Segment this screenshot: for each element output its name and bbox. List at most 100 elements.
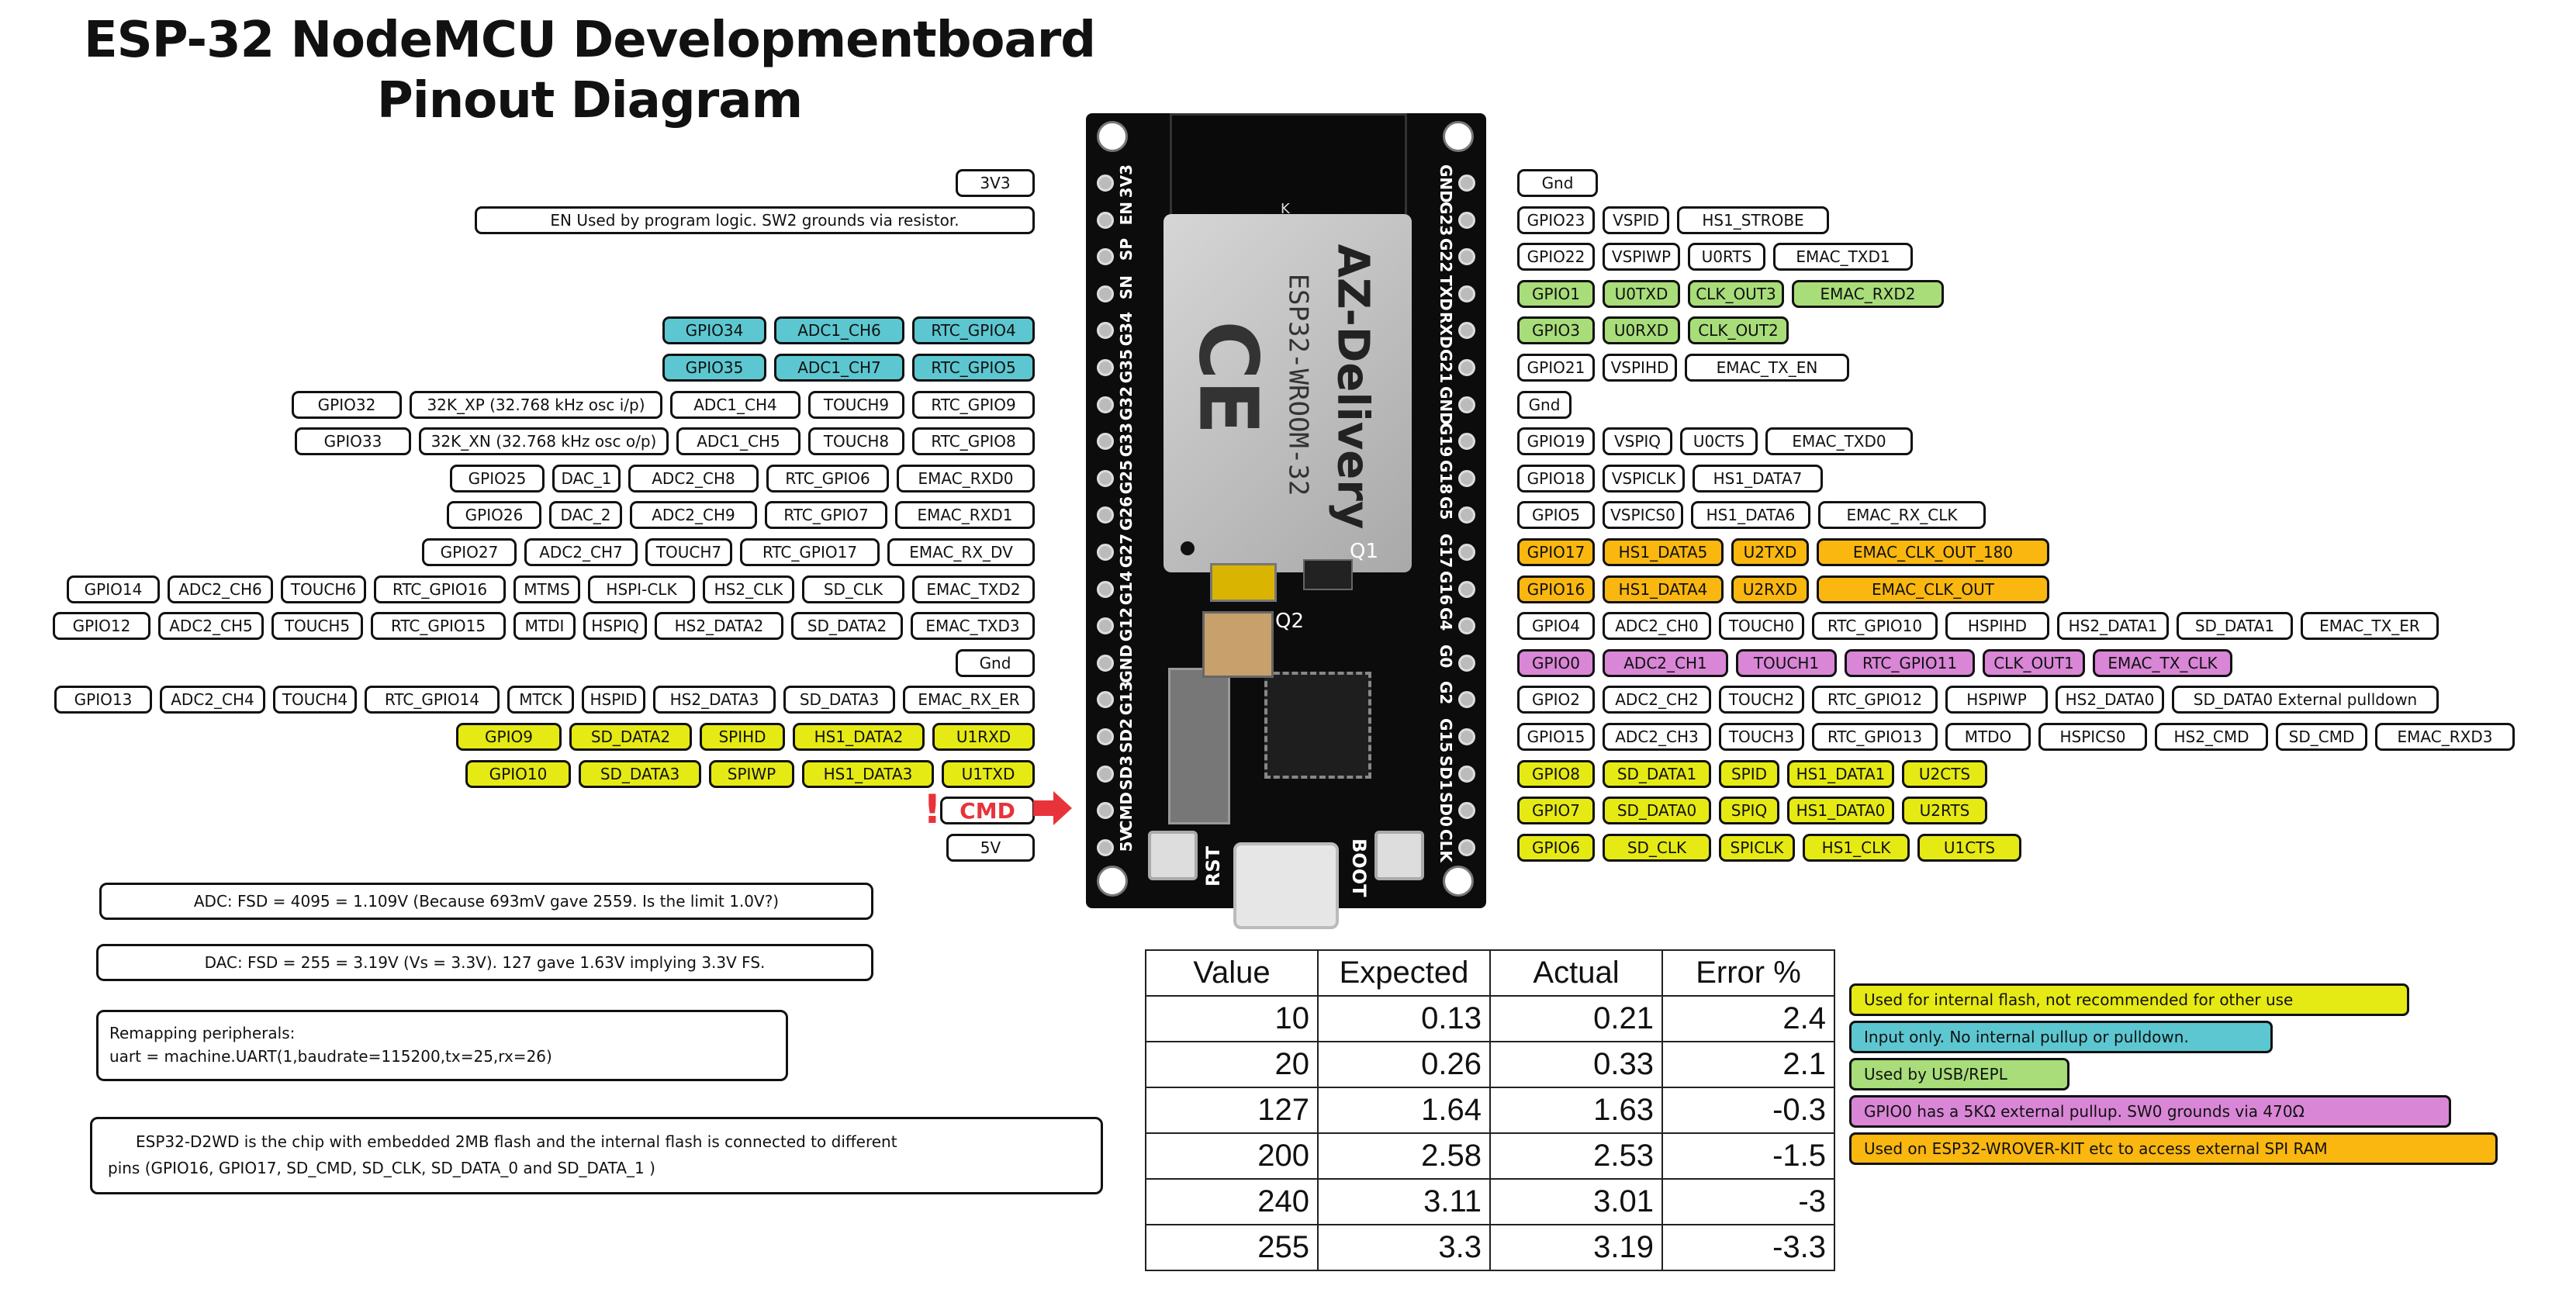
- remap-note-line2: uart = machine.UART(1,baudrate=115200,tx…: [109, 1047, 552, 1066]
- left-pin-function: HS1_DATA3: [802, 759, 934, 788]
- left-pin-function: GPIO12: [53, 612, 150, 641]
- right-pin-function: U2RTS: [1902, 797, 1987, 825]
- legend-item: Used for internal flash, not recommended…: [1849, 983, 2409, 1016]
- header-pin: [1097, 544, 1114, 561]
- right-pin-function: SPIQ: [1719, 797, 1779, 825]
- left-pin-function: SPIWP: [709, 759, 794, 788]
- header-pin: [1097, 691, 1114, 709]
- right-pin-function: HSPIWP: [1945, 686, 2048, 714]
- left-pin-function: HS1_DATA2: [793, 723, 925, 751]
- pin-silkscreen-label: 3V3: [1117, 164, 1136, 199]
- legend-item: GPIO0 has a 5KΩ external pullup. SW0 gro…: [1849, 1095, 2451, 1128]
- left-pin-function: RTC_GPIO16: [374, 575, 506, 603]
- table-cell: 0.13: [1317, 995, 1491, 1042]
- right-pin-function: VSPICLK: [1603, 464, 1685, 493]
- header-pin: [1458, 802, 1475, 820]
- right-pin-function: GPIO2: [1517, 686, 1595, 714]
- boot-button[interactable]: [1374, 831, 1424, 880]
- left-pin-function: MTMS: [513, 575, 580, 603]
- table-cell: 2.1: [1661, 1041, 1835, 1088]
- right-pin-function: HSPIHD: [1945, 612, 2049, 641]
- table-cell: -3.3: [1661, 1224, 1835, 1271]
- usb-uart-chip: [1264, 672, 1371, 779]
- left-pin-function: SD_DATA3: [579, 759, 701, 788]
- cmd-warning-icon: !: [923, 786, 942, 833]
- right-pin-function: HS1_DATA4: [1603, 575, 1724, 603]
- mount-hole: [1097, 121, 1128, 152]
- col-value: Value: [1145, 949, 1319, 997]
- left-pin-function: TOUCH7: [645, 538, 732, 566]
- k-mark: K: [1281, 201, 1290, 217]
- right-pin-function: U2RXD: [1731, 575, 1809, 603]
- right-pin-function: GPIO18: [1517, 464, 1595, 493]
- right-pin-function: HS1_DATA0: [1787, 797, 1894, 825]
- right-pin-function: HS2_DATA0: [2056, 686, 2164, 714]
- table-cell: 0.33: [1489, 1041, 1663, 1088]
- header-pin: [1097, 175, 1114, 192]
- left-pin-function: GPIO14: [67, 575, 160, 603]
- pin-silkscreen-label: 5V: [1117, 828, 1136, 852]
- pin-silkscreen-label: G14: [1117, 570, 1136, 605]
- right-pin-function: HS1_DATA1: [1787, 759, 1894, 788]
- table-cell: -0.3: [1661, 1087, 1835, 1134]
- header-pin: [1097, 506, 1114, 524]
- right-pin-function: EMAC_CLK_OUT_180: [1817, 538, 2049, 566]
- table-cell: 3.01: [1489, 1178, 1663, 1225]
- right-pin-function: GPIO1: [1517, 279, 1595, 308]
- micro-usb-port[interactable]: [1233, 842, 1339, 929]
- pin-silkscreen-label: CMD: [1117, 792, 1136, 832]
- header-pin: [1458, 175, 1475, 192]
- header-pin: [1458, 506, 1475, 524]
- pin-silkscreen-label: G17: [1437, 534, 1455, 569]
- legend-item: Input only. No internal pullup or pulldo…: [1849, 1021, 2273, 1053]
- pin-silkscreen-label: G13: [1117, 681, 1136, 716]
- antenna-area: K: [1170, 113, 1407, 219]
- header-pin: [1097, 248, 1114, 266]
- right-pin-function: SD_DATA0: [1603, 797, 1711, 825]
- pin-silkscreen-label: SN: [1117, 275, 1136, 299]
- pin-silkscreen-label: GND: [1437, 385, 1455, 425]
- boot-label: BOOT: [1348, 838, 1370, 897]
- left-pin-function: HS2_DATA2: [655, 612, 783, 641]
- reset-button[interactable]: [1148, 831, 1198, 880]
- header-pin: [1097, 211, 1114, 229]
- left-pin-function: MTCK: [507, 686, 574, 714]
- left-pin-function: RTC_GPIO9: [912, 390, 1035, 419]
- left-pin-function: GPIO26: [447, 501, 541, 530]
- header-pin: [1097, 838, 1114, 856]
- table-cell: 20: [1145, 1041, 1319, 1088]
- left-pin-function: ADC1_CH7: [774, 354, 904, 382]
- right-pin-function: HS1_DATA5: [1603, 538, 1724, 566]
- col-error: Error %: [1661, 949, 1835, 997]
- right-pin-function: EMAC_RXD2: [1792, 279, 1944, 308]
- right-pin-function: RTC_GPIO12: [1812, 686, 1938, 714]
- left-pin-function: 32K_XN (32.768 kHz osc o/p): [419, 427, 669, 456]
- esp32-note-line2: pins (GPIO16, GPIO17, SD_CMD, SD_CLK, SD…: [108, 1159, 655, 1177]
- mount-hole: [1097, 866, 1128, 897]
- table-cell: 200: [1145, 1132, 1319, 1180]
- col-actual: Actual: [1489, 949, 1663, 997]
- page-title-line2: Pinout Diagram: [376, 72, 803, 130]
- left-pin-function: GPIO34: [662, 316, 766, 345]
- table-cell: -3: [1661, 1178, 1835, 1225]
- header-pin: [1458, 322, 1475, 340]
- header-pin: [1097, 617, 1114, 635]
- left-pin-function: GPIO10: [465, 759, 571, 788]
- table-cell: 0.26: [1317, 1041, 1491, 1088]
- right-pin-function: EMAC_TXD0: [1765, 427, 1913, 456]
- right-pin-function: HS2_DATA1: [2057, 612, 2169, 641]
- rst-label: RST: [1202, 846, 1224, 887]
- left-pin-function: HSPI-CLK: [588, 575, 695, 603]
- table-cell: 2.58: [1317, 1132, 1491, 1180]
- header-pin: [1458, 765, 1475, 783]
- right-pin-function: RTC_GPIO13: [1812, 723, 1938, 751]
- right-pin-function: U0RTS: [1688, 243, 1765, 271]
- left-pin-function: SD_DATA2: [569, 723, 692, 751]
- pin-silkscreen-label: G2: [1437, 681, 1455, 705]
- left-pin-function: GPIO13: [54, 686, 152, 714]
- pin-silkscreen-label: G23: [1437, 201, 1455, 236]
- right-pin-function: TOUCH1: [1736, 648, 1837, 677]
